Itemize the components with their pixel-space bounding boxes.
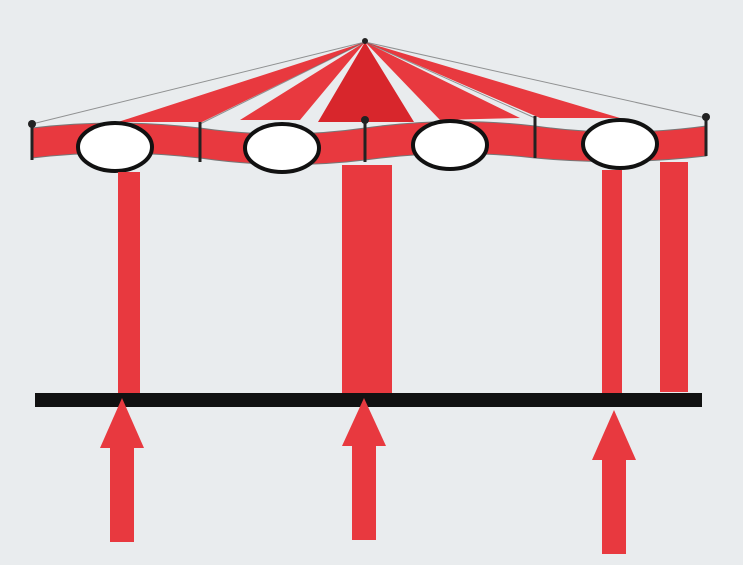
base-beam: [35, 393, 702, 407]
canopy-apex: [362, 38, 368, 44]
ring-4: [583, 120, 657, 168]
ring-2: [245, 124, 319, 172]
arrow-left: [100, 398, 144, 542]
column-right-inner: [602, 170, 622, 398]
ring-1: [78, 123, 152, 171]
arrow-center: [342, 398, 386, 540]
canopy-roof: [32, 38, 706, 124]
column-right-outer: [660, 162, 688, 392]
column-center: [342, 165, 392, 398]
support-columns: [118, 162, 688, 398]
upward-arrows: [100, 398, 636, 554]
ring-3: [413, 121, 487, 169]
arrow-right: [592, 410, 636, 554]
column-left: [118, 172, 140, 398]
